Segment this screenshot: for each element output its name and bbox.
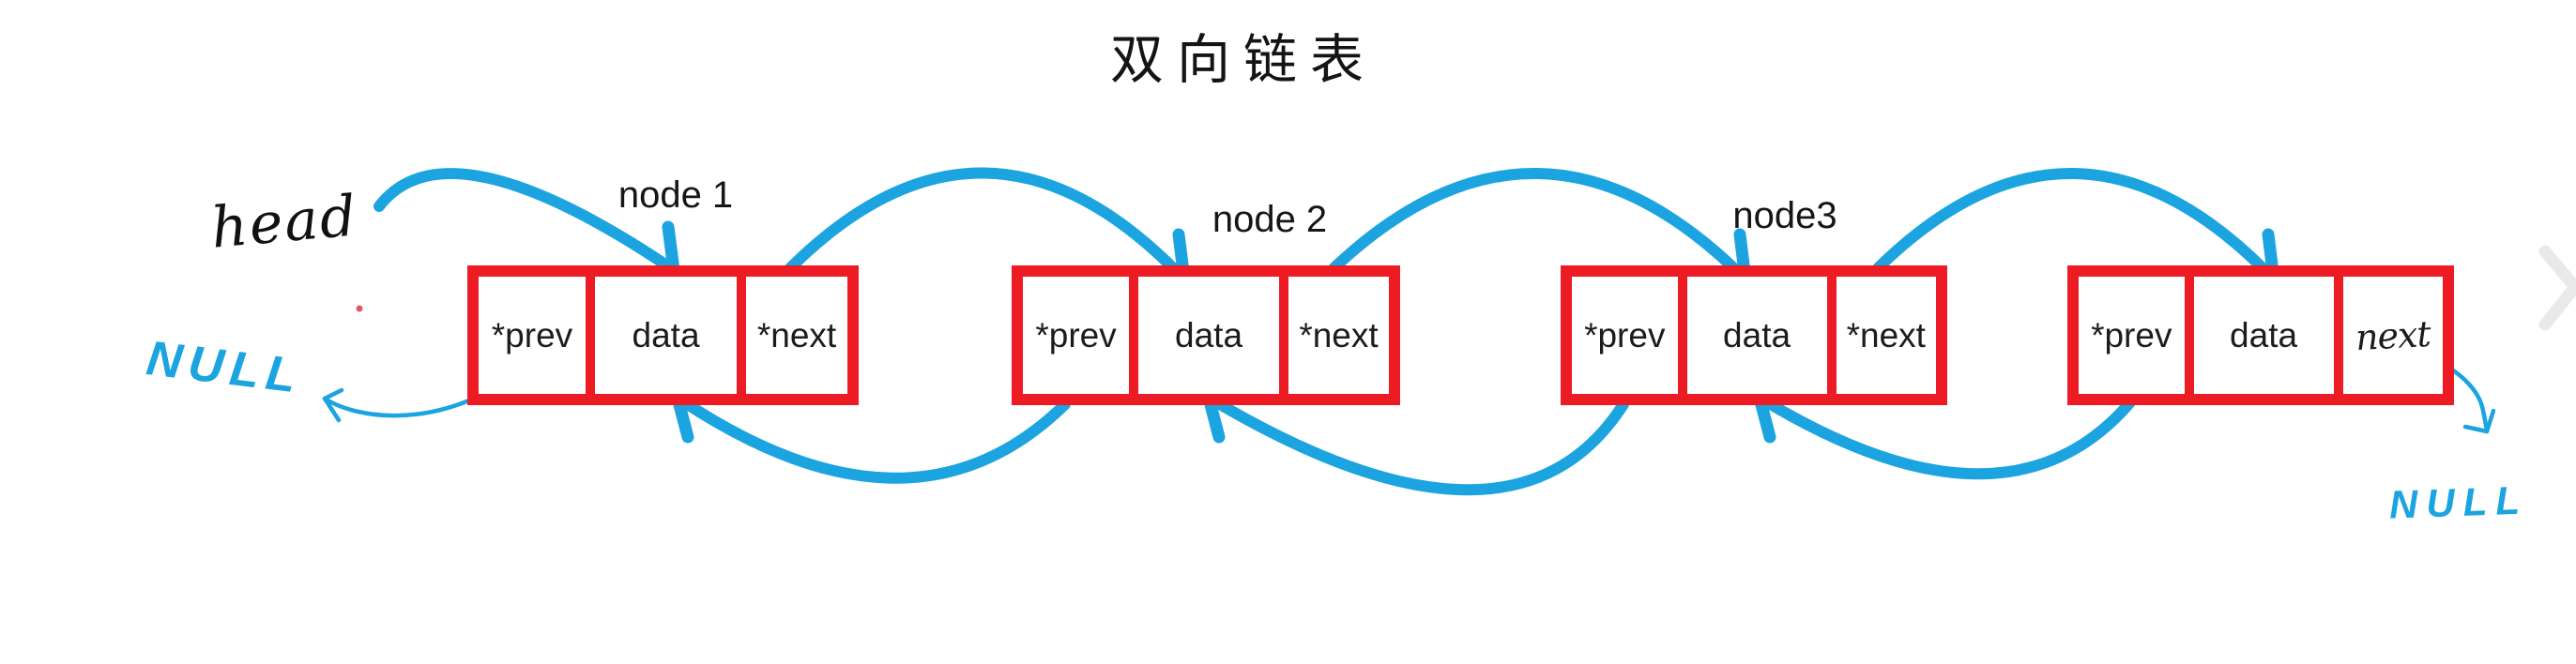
node4-data-label: data: [2230, 315, 2298, 355]
node2-box: *prev data *next: [1012, 265, 1400, 405]
null-label-right: NULL: [2388, 477, 2529, 527]
node3-label: node3: [1732, 195, 1837, 236]
node3-prev-label: *prev: [1584, 315, 1666, 355]
node1-prev-label: *prev: [491, 315, 573, 355]
node4-next-handwritten-label: next: [2354, 312, 2431, 358]
node2-data-cell: data: [1129, 277, 1279, 394]
node2-next-label: *next: [1299, 315, 1379, 355]
node2-prev-cell: *prev: [1023, 277, 1129, 394]
chevron-right-icon[interactable]: [2538, 245, 2576, 331]
node4-data-cell: data: [2184, 277, 2334, 394]
node2-data-label: data: [1175, 315, 1243, 355]
node1-next-cell: *next: [737, 277, 847, 394]
stray-red-dot: [356, 305, 363, 312]
page-title: 双向链表: [1110, 29, 1377, 91]
node1-box: *prev data *next: [467, 265, 859, 405]
node3-next-cell: *next: [1826, 277, 1936, 394]
node1-next-label: *next: [756, 315, 837, 355]
node4-next-cell: next: [2333, 277, 2443, 394]
node3-data-cell: data: [1677, 277, 1827, 394]
node2-prev-label: *prev: [1035, 315, 1117, 355]
node1-label: node 1: [617, 174, 734, 216]
node2-label: node 2: [1212, 199, 1328, 240]
node1-prev-cell: *prev: [479, 277, 586, 394]
node4-prev-label: *prev: [2091, 315, 2172, 355]
node4-box: *prev data next: [2067, 265, 2454, 405]
node3-box: *prev data *next: [1561, 265, 1947, 405]
node1-data-label: data: [632, 315, 700, 355]
node3-data-label: data: [1723, 315, 1791, 355]
head-pointer-label: head: [208, 183, 361, 262]
node2-next-cell: *next: [1278, 277, 1389, 394]
node1-data-cell: data: [585, 277, 737, 394]
node4-prev-cell: *prev: [2079, 277, 2185, 394]
node3-prev-cell: *prev: [1572, 277, 1678, 394]
node3-next-label: *next: [1846, 315, 1926, 355]
